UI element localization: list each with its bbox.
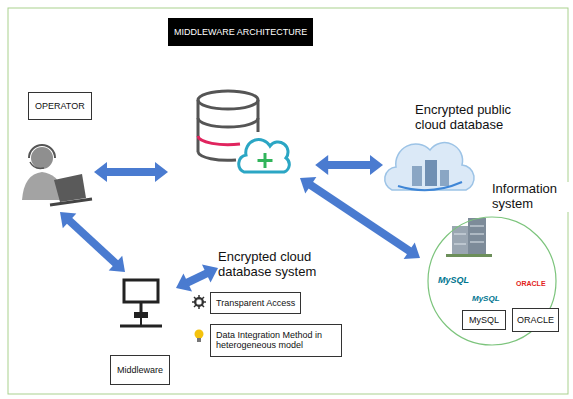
operator-node: OPERATOR — [14, 92, 94, 212]
cloud-system-node: Encrypted cloud database system — [218, 250, 332, 282]
node-text: MIDDLEWARE ARCHITECTURE — [168, 18, 313, 46]
block-arrow — [300, 177, 420, 259]
arrow-head — [315, 155, 328, 175]
block-arrow — [176, 265, 218, 292]
oracle-box: ORACLE — [512, 308, 561, 334]
arrow-head — [109, 256, 125, 272]
arrow-head — [300, 177, 316, 194]
operator-icon — [22, 145, 92, 205]
logo-text: MySQL — [472, 295, 500, 304]
building-icon — [446, 218, 492, 257]
logo-text: MySQL — [438, 276, 469, 286]
node-text: MySQL — [462, 310, 506, 330]
node-text: Encrypted cloud database system — [218, 250, 330, 280]
node-text: Middleware — [110, 355, 170, 385]
arrow-head — [404, 242, 420, 259]
process-box: Transparent Access — [210, 292, 303, 316]
arrow-shaft — [69, 220, 116, 264]
arrow-head — [60, 212, 76, 228]
node-text: Data Integration Method in heterogeneous… — [210, 324, 342, 357]
node-text: Information system — [492, 182, 570, 212]
node-text: ORACLE — [512, 308, 559, 332]
hub-node: MIDDLEWARE ARCHITECTURE — [168, 18, 315, 178]
database-icon — [198, 91, 289, 172]
frame — [8, 8, 568, 394]
process-box: Data Integration Method in heterogeneous… — [210, 324, 344, 359]
arrow-head — [176, 273, 192, 291]
middleware-node: Middleware — [108, 272, 176, 390]
gear-icon — [192, 295, 206, 309]
arrow-shaft — [106, 168, 156, 176]
arrow-head — [370, 155, 383, 175]
arrow-head — [155, 162, 168, 182]
logo-text: ORACLE — [516, 280, 546, 288]
cloud-icon — [385, 143, 474, 191]
node-text: Encrypted public cloud database — [415, 103, 525, 133]
arrow-head — [94, 162, 107, 182]
arrow-head — [202, 265, 218, 283]
computer-icon — [120, 280, 162, 326]
information-system-circle: Information systemMySQL ORACLE — [420, 185, 572, 350]
cloud-node: Encrypted public cloud database — [383, 103, 527, 193]
arrow-shaft — [327, 161, 371, 169]
arrow-shaft — [310, 185, 410, 252]
block-arrow — [315, 155, 383, 175]
arrow-shaft — [187, 273, 207, 283]
node-text: Transparent Access — [210, 292, 301, 314]
mysql-box: MySQL — [462, 310, 508, 332]
node-text: OPERATOR — [28, 92, 92, 120]
bulb-icon — [195, 330, 204, 343]
block-arrow — [60, 212, 125, 272]
block-arrow — [94, 162, 168, 182]
